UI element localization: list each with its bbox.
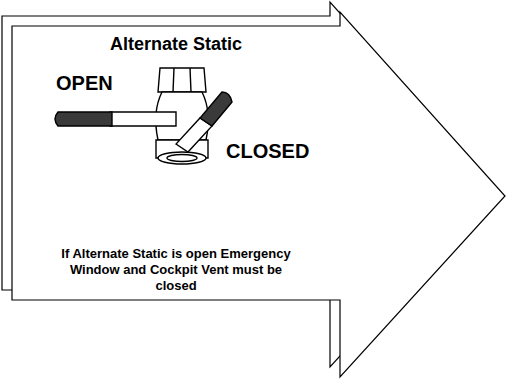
valve-symbol (55, 68, 232, 164)
position-label: CLOSED (226, 140, 309, 163)
position-label: OPEN (56, 72, 113, 95)
arrow-face (12, 12, 505, 377)
placard-heading: Alternate Static (12, 34, 340, 55)
placard-note: If Alternate Static is open Emergency Wi… (60, 246, 292, 294)
